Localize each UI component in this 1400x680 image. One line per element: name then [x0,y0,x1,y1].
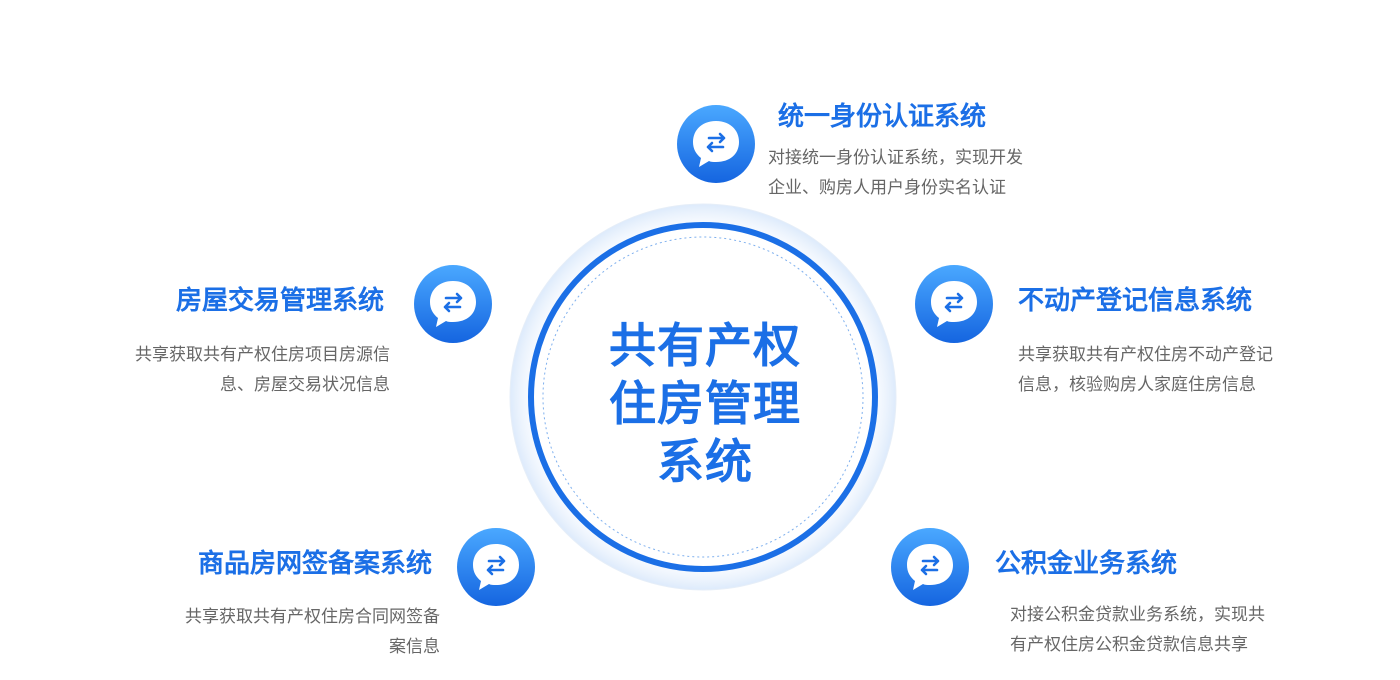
node-desc-housing-fund: 对接公积金贷款业务系统，实现共 有产权住房公积金贷款信息共享 [1010,600,1265,660]
chat-bubble-exchange-icon [890,527,970,607]
center-title-line-1: 共有产权 [609,319,801,374]
node-desc-line: 有产权住房公积金贷款信息共享 [1010,635,1248,655]
node-desc-line: 对接统一身份认证系统，实现开发 [768,148,1023,168]
node-desc-line: 对接公积金贷款业务系统，实现共 [1010,605,1265,625]
chat-bubble-exchange-icon [413,264,493,344]
node-title-contract-filing: 商品房网签备案系统 [197,549,432,579]
inner-dashed-ring [542,236,864,558]
chat-bubble-exchange-icon [914,264,994,344]
node-desc-identity: 对接统一身份认证系统，实现开发 企业、购房人用户身份实名认证 [768,143,1023,203]
center-rings [509,203,897,591]
node-title-identity: 统一身份认证系统 [778,102,987,132]
node-desc-line: 案信息 [389,637,440,657]
node-desc-line: 共享获取共有产权住房项目房源信 [135,345,390,365]
node-desc-housing-trade: 共享获取共有产权住房项目房源信 息、房屋交易状况信息 [40,340,390,400]
center-title-line-2: 住房管理 [609,377,801,432]
node-desc-line: 信息，核验购房人家庭住房信息 [1018,375,1256,395]
node-desc-contract-filing: 共享获取共有产权住房合同网签备 案信息 [90,602,440,662]
node-title-real-estate-registry: 不动产登记信息系统 [1018,286,1253,316]
center-circle [508,202,898,592]
center-title: 共有产权 住房管理 系统 [545,318,865,492]
node-desc-line: 息、房屋交易状况信息 [220,375,390,395]
chat-bubble-exchange-icon [676,104,756,184]
node-desc-line: 共享获取共有产权住房合同网签备 [185,607,440,627]
node-desc-real-estate-registry: 共享获取共有产权住房不动产登记 信息，核验购房人家庭住房信息 [1018,340,1273,400]
node-title-housing-trade: 房屋交易管理系统 [175,286,384,316]
main-ring [528,222,878,572]
node-title-housing-fund: 公积金业务系统 [995,549,1178,579]
chat-bubble-exchange-icon [456,527,536,607]
node-desc-line: 共享获取共有产权住房不动产登记 [1018,345,1273,365]
center-title-line-3: 系统 [657,435,753,490]
node-desc-line: 企业、购房人用户身份实名认证 [768,178,1006,198]
